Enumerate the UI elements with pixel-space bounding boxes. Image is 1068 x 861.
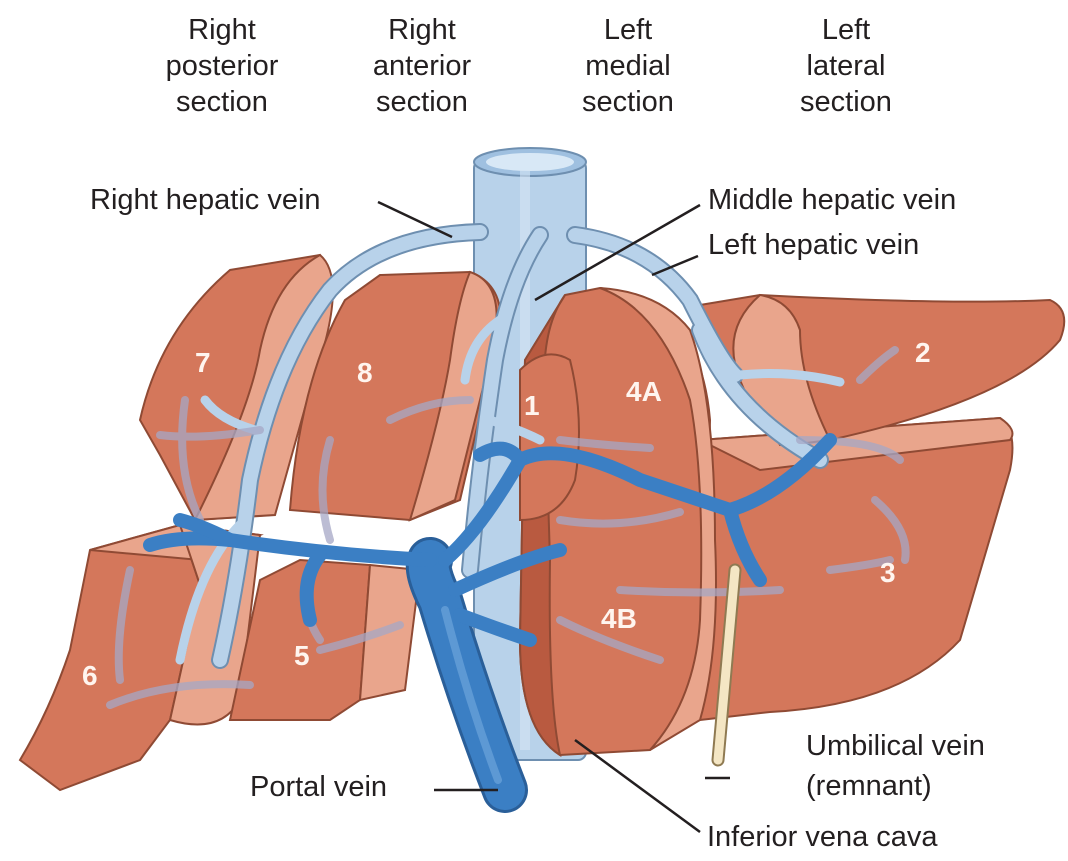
label-right-hepatic-vein: Right hepatic vein bbox=[90, 183, 321, 217]
segment-label-5: 5 bbox=[294, 640, 310, 671]
right-anterior-lower-shape bbox=[230, 560, 420, 720]
segment-label-8: 8 bbox=[357, 357, 373, 388]
segment-label-3: 3 bbox=[880, 557, 896, 588]
segment-label-2: 2 bbox=[915, 337, 931, 368]
segment-label-4a: 4A bbox=[626, 376, 662, 407]
label-inferior-vena-cava: Inferior vena cava bbox=[707, 820, 938, 854]
label-umbilical-vein: Umbilical vein bbox=[806, 729, 985, 763]
label-portal-vein: Portal vein bbox=[250, 770, 387, 804]
segment-label-7: 7 bbox=[195, 347, 211, 378]
segment-label-6: 6 bbox=[82, 660, 98, 691]
label-middle-hepatic-vein: Middle hepatic vein bbox=[708, 183, 956, 217]
label-umbilical-vein-remnant: (remnant) bbox=[806, 769, 932, 803]
segment-label-1: 1 bbox=[524, 390, 540, 421]
label-left-hepatic-vein: Left hepatic vein bbox=[708, 228, 919, 262]
segment-label-4b: 4B bbox=[601, 603, 637, 634]
